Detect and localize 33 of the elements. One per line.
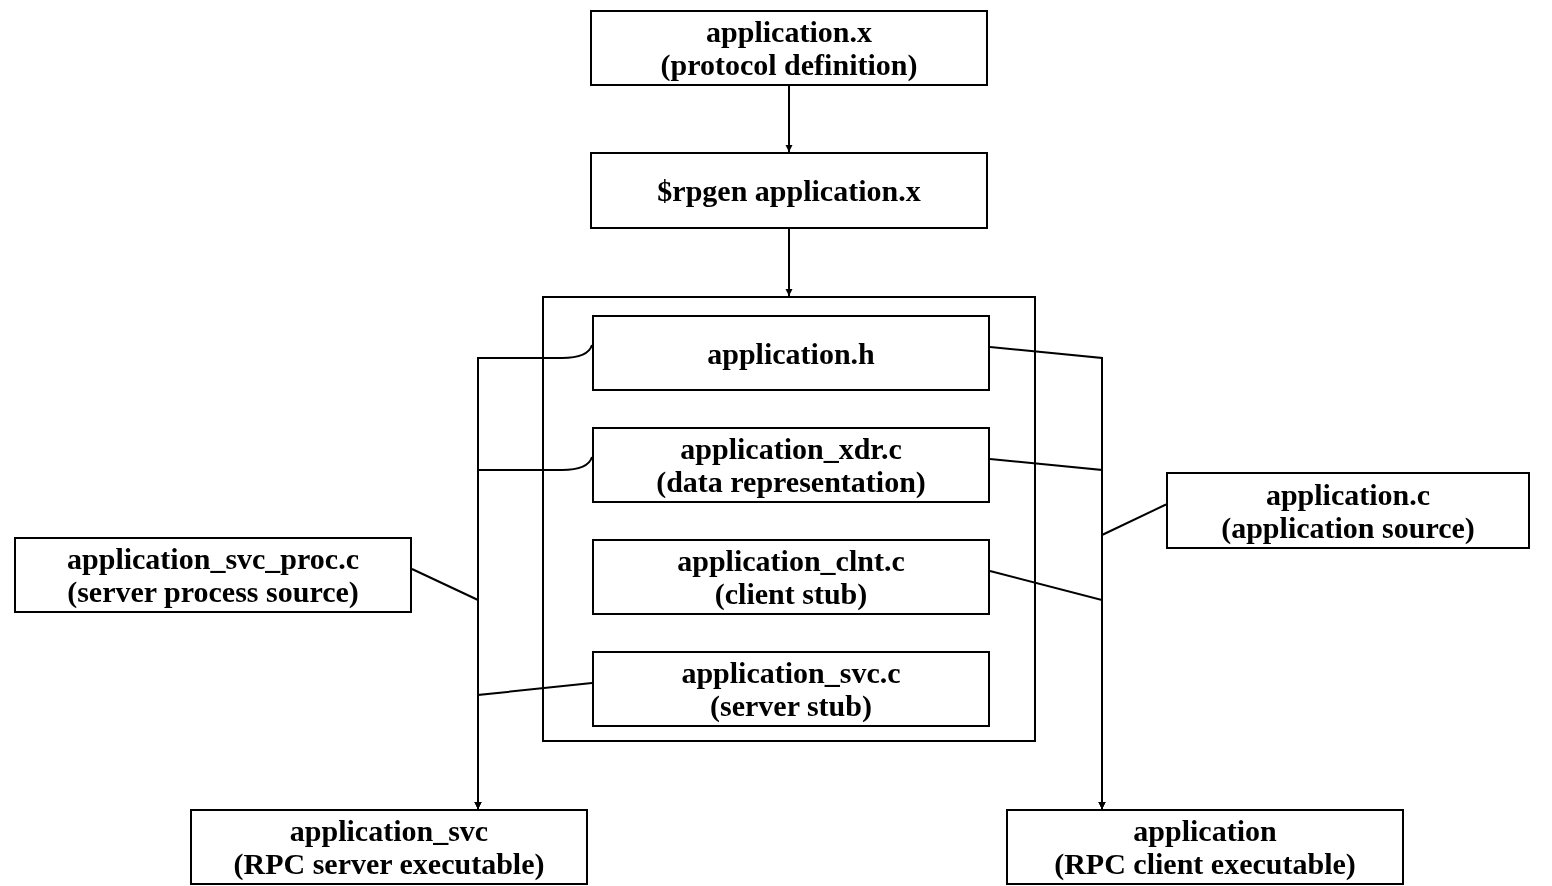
file-box	[1006, 809, 1404, 885]
file-label: application_clnt.c	[677, 544, 905, 577]
file-box	[590, 10, 988, 86]
file-label: (data representation)	[656, 465, 926, 498]
file-label: application_xdr.c	[680, 432, 902, 465]
file-box	[592, 315, 990, 391]
file-label: $rpgen application.x	[657, 174, 921, 207]
arrow	[989, 570, 1106, 810]
file-label: application_svc.c	[681, 656, 901, 689]
file-label: application.c	[1265, 477, 1431, 511]
file-box	[190, 809, 588, 885]
group-frame	[542, 296, 1036, 742]
file-label: (application source)	[1221, 510, 1475, 544]
arrow	[474, 682, 593, 810]
file-box	[14, 537, 412, 613]
file-label: application_svc_proc.c	[67, 542, 359, 575]
file-label: application	[1133, 814, 1277, 847]
file-label: (server stub)	[710, 689, 872, 722]
file-label: application.x	[706, 15, 872, 48]
file-box	[592, 651, 990, 727]
file-label: application_svc	[289, 814, 489, 847]
file-label: (RPC client executable)	[1054, 847, 1356, 880]
file-label: application.h	[707, 336, 875, 370]
file-box	[592, 427, 990, 503]
file-label: (server process source)	[67, 575, 359, 608]
arrow	[785, 228, 793, 297]
file-box	[1166, 472, 1530, 549]
arrow	[785, 85, 793, 153]
file-box	[592, 539, 990, 615]
file-label: (protocol definition)	[660, 48, 918, 81]
file-box	[590, 152, 988, 229]
file-label: (RPC server executable)	[233, 847, 545, 880]
file-label: (client stub)	[714, 577, 868, 610]
